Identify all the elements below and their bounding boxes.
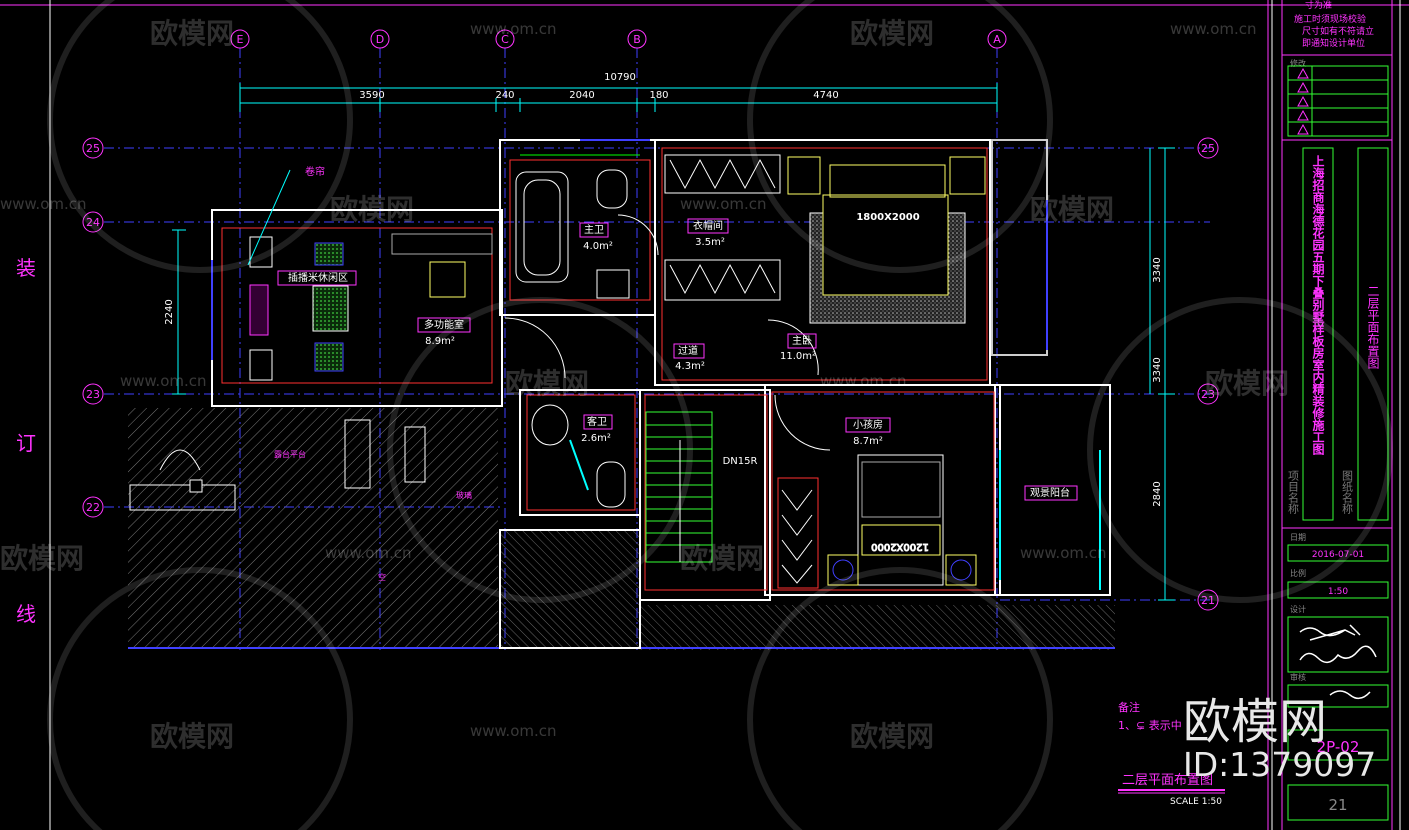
label-balcony: 观景阳台 (1030, 486, 1070, 499)
label-curtain: 卷帘 (305, 165, 325, 178)
label-master-bed-area: 11.0m² (780, 351, 816, 362)
signature-mark (1299, 645, 1377, 664)
drawing-notes: 备注 1、⊊ 表示中 二层平面布置图 SCALE 1:50 (1118, 700, 1225, 807)
label-master-bath-area: 4.0m² (583, 241, 613, 252)
label-guest-bath-area: 2.6m² (581, 433, 611, 444)
axis-label: C (501, 33, 509, 46)
tb-review-label: 审核 (1290, 672, 1306, 682)
label-closet: 衣帽间 (693, 219, 723, 232)
bed-size-label: 1800X2000 (856, 212, 919, 223)
finish-lines (221, 147, 995, 591)
label-multi-area: 8.9m² (425, 336, 455, 347)
label-closet-area: 3.5m² (695, 237, 725, 248)
label-master-bed: 主卧 (792, 334, 812, 347)
multi-room-furniture (249, 233, 493, 381)
staircase (645, 411, 713, 563)
binding-char: 订 (16, 431, 36, 455)
dim-seg: 3590 (359, 90, 384, 101)
tb-drawing-no: 2P-02 (1317, 738, 1360, 756)
dim-right: 3340 (1152, 357, 1163, 382)
master-bed: 1800X2000 (787, 156, 986, 324)
drawing-title: 二层平面布置图 (1122, 773, 1213, 788)
label-stair: DN15R (723, 456, 758, 467)
axis-label: 25 (86, 142, 100, 155)
tb-note: 尺寸如有不符请立 (1302, 25, 1374, 37)
dim-right: 3340 (1152, 257, 1163, 282)
dim-right: 2840 (1152, 481, 1163, 506)
tb-note: 施工时须现场校验 (1294, 13, 1366, 25)
signature-mark (1329, 690, 1371, 700)
axis-label: A (993, 33, 1001, 46)
guest-bath-fixtures (531, 404, 626, 508)
title-block: 寸为准 施工时须现场校验 尺寸如有不符请立 即通知设计单位 修改 上海招商海德花… (1282, 0, 1392, 821)
axis-label: D (376, 33, 384, 46)
axis-label: 23 (1201, 388, 1215, 401)
label-multi: 多功能室 (424, 318, 464, 331)
tb-project-label: 项目名称 (1287, 470, 1300, 515)
remark-line: 1、⊊ 表示中 (1118, 718, 1182, 732)
dimension-text: 10790 3590 240 2040 180 4740 2240 3340 3… (164, 72, 1163, 507)
tb-scale-value: 1:50 (1328, 587, 1348, 597)
label-terrace: 露台平台 (274, 449, 306, 459)
label-glass: 玻璃 (456, 490, 472, 500)
tb-scale-label: 比例 (1290, 568, 1306, 578)
label-kid-room-area: 8.7m² (853, 436, 883, 447)
binding-char: 线 (16, 602, 36, 626)
master-bath-fixtures (515, 154, 640, 299)
tb-project-name: 上海招商海德花园五期下叠别墅样板房室内精装修施工图 (1311, 154, 1325, 456)
tb-note: 即通知设计单位 (1302, 37, 1365, 49)
tb-date-value: 2016-07-01 (1312, 550, 1364, 560)
terrace-objects (129, 419, 426, 511)
axis-label: 21 (1201, 594, 1215, 607)
tb-date-label: 日期 (1290, 533, 1306, 542)
tb-page-no: 21 (1328, 796, 1347, 814)
axis-label: B (633, 33, 641, 46)
label-corridor: 过道 (678, 344, 698, 357)
label-master-bath: 主卫 (584, 224, 604, 236)
kid-bed: 1200X2000 (777, 454, 977, 589)
axis-label: 23 (86, 388, 100, 401)
kid-bed-size-label: 1200X2000 (871, 541, 929, 552)
tb-revision-label: 修改 (1290, 58, 1306, 68)
big-watermark-id: ID:1379097 (1183, 745, 1377, 784)
dim-total: 10790 (604, 72, 636, 83)
label-leisure: 插播米休闲区 (288, 271, 348, 284)
dim-seg: 2040 (569, 90, 594, 101)
axis-label: E (237, 33, 244, 46)
dim-seg: 240 (495, 90, 514, 101)
scale-label: SCALE 1:50 (1170, 797, 1222, 807)
dim-seg: 180 (649, 90, 668, 101)
tb-note: 寸为准 (1305, 0, 1332, 11)
tb-design-label: 设计 (1290, 604, 1306, 614)
axis-label: 25 (1201, 142, 1215, 155)
terrace-hatch (128, 408, 1115, 650)
dim-seg: 4740 (813, 90, 838, 101)
label-corridor-area: 4.3m² (675, 361, 705, 372)
watermark-circles (47, 0, 1393, 830)
dimension-lines (172, 83, 1175, 601)
axis-bubble-row: 25 24 23 22 25 23 21 (82, 137, 1219, 611)
label-kid-room: 小孩房 (853, 418, 883, 431)
axis-label: 22 (86, 501, 100, 514)
big-watermark-brand: 欧模网 (1183, 694, 1328, 750)
remark-title: 备注 (1118, 700, 1140, 714)
dim-left: 2240 (164, 299, 175, 324)
label-guest-bath: 客卫 (587, 415, 607, 428)
closet-fixtures (664, 154, 781, 301)
tb-drawing-name: 二层平面布置图 (1366, 285, 1380, 369)
binding-char: 装 (16, 256, 36, 280)
axis-bubble-col: E D C B A (230, 29, 1007, 49)
tb-drawing-label: 图纸名称 (1341, 470, 1354, 515)
walls (211, 139, 1111, 649)
label-void: 空 (378, 572, 386, 582)
door-swings (504, 214, 831, 451)
axis-label: 24 (86, 216, 100, 229)
signature-mark (1299, 624, 1361, 641)
room-labels: 卷帘 插播米休闲区 多功能室 8.9m² 主卫 4.0m² 衣帽间 3.5m² … (247, 165, 1078, 582)
windows (211, 139, 1101, 590)
axis-bubbles: E D C B A 25 24 23 22 25 23 21 (82, 29, 1219, 611)
